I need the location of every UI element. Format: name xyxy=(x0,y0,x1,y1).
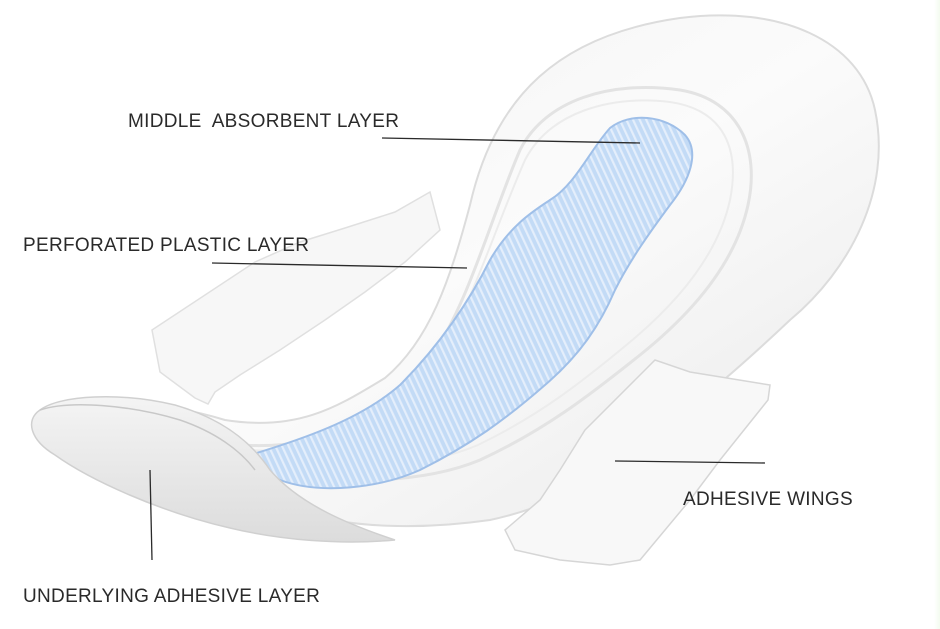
label-perforated-plastic-layer: PERFORATED PLASTIC LAYER xyxy=(23,236,309,255)
right-edge-strip xyxy=(934,0,940,629)
label-middle-absorbent-layer: MIDDLE ABSORBENT LAYER xyxy=(128,112,399,131)
label-adhesive-wings: ADHESIVE WINGS xyxy=(683,490,853,509)
label-underlying-adhesive-layer: UNDERLYING ADHESIVE LAYER xyxy=(23,587,320,606)
